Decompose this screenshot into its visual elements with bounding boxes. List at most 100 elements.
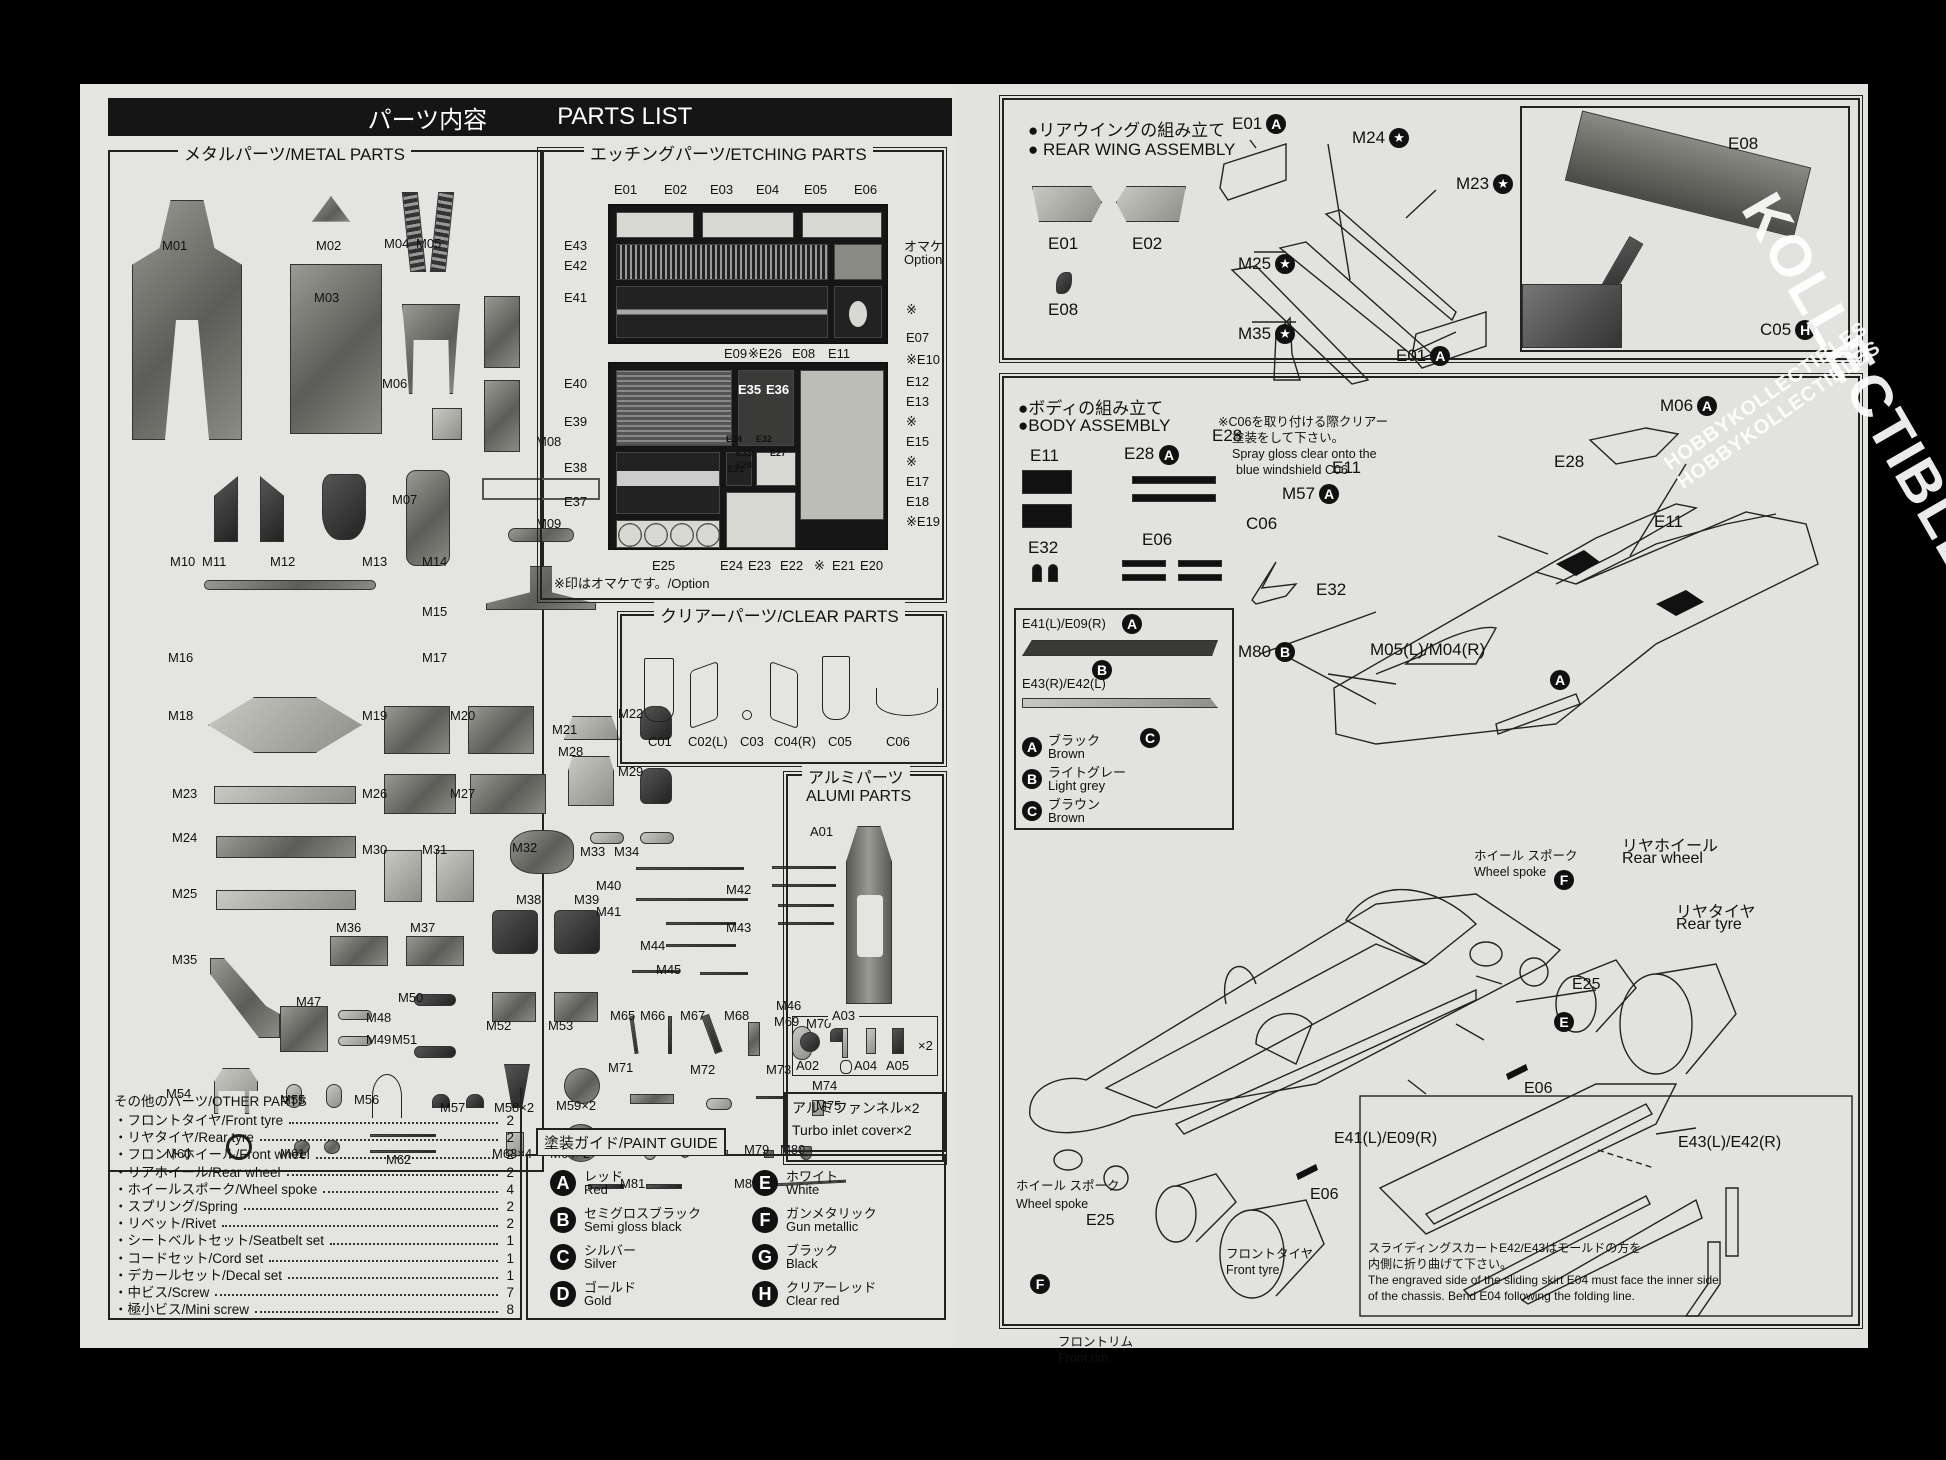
metal-part-label: M10	[170, 554, 196, 569]
metal-part-label: M31	[422, 842, 448, 857]
paint-code-badge: D	[550, 1281, 576, 1307]
etch-right-label: ※E10	[906, 352, 941, 367]
part-m51	[414, 1046, 456, 1058]
etch-top-label: E05	[804, 182, 828, 197]
skirt-paint-b-badge: B	[1092, 660, 1112, 680]
skirt-detail-frame	[1359, 1095, 1853, 1317]
paint-code-badge: H	[752, 1281, 778, 1307]
part-m45b	[700, 972, 748, 975]
body-callout: E32	[1316, 580, 1346, 600]
part-m42b	[772, 884, 836, 887]
rear-wing-photo-chassis	[1522, 284, 1622, 348]
rear-tyre-jp: リヤタイヤ	[1676, 904, 1756, 921]
chassis-seat	[1255, 1013, 1313, 1065]
rear-wing-photo-label-label: C05	[1760, 320, 1792, 339]
metal-part-label: M71	[608, 1060, 634, 1075]
rear-wing-callout-label: E01	[1396, 346, 1427, 365]
metal-part-label: M48	[366, 1010, 392, 1025]
metal-part-label: M74	[812, 1078, 838, 1093]
turbo-cover-en: Turbo inlet cover×2	[792, 1122, 912, 1138]
alumi-a03	[842, 1028, 848, 1058]
part-m36	[330, 936, 388, 966]
skirt-detail-rail	[1424, 1103, 1653, 1225]
etch-e12-e11	[800, 370, 884, 520]
part-m44	[666, 922, 736, 925]
chassis-engine	[1345, 888, 1478, 965]
part-m56	[372, 1074, 402, 1118]
leader-dots	[269, 1250, 498, 1262]
etch-mid-label: ※E26	[748, 346, 783, 361]
other-part-name: ・デカールセット/Decal set	[114, 1267, 283, 1283]
body-callout-label: M06	[1660, 396, 1694, 415]
rear-wing-callout-label: M24	[1352, 128, 1386, 147]
rear-wing-callout-paint-badge: A	[1430, 346, 1451, 366]
body-callout-label: M57	[1282, 484, 1316, 503]
etch-top-label: E02	[664, 182, 688, 197]
etch-top-label: E04	[756, 182, 780, 197]
other-part-qty: 2	[506, 1147, 514, 1163]
paint-guide-box	[526, 1154, 946, 1320]
other-parts-box	[108, 1088, 522, 1320]
metal-part-label: M58×2	[494, 1100, 535, 1115]
paint-guide-title: 塗装ガイド/PAINT GUIDE	[536, 1128, 726, 1155]
rear-wing-callout-paint-badge: ★	[1275, 254, 1296, 274]
part-m27	[470, 774, 546, 814]
metal-part-label: M43	[726, 920, 752, 935]
rear-wing-callout: M25★	[1238, 254, 1296, 274]
alumi-a04	[866, 1028, 876, 1054]
paint-code-badge: F	[752, 1207, 778, 1233]
rear-wing-callout-paint-badge: ★	[1389, 128, 1410, 148]
etch-e42-e43	[616, 244, 828, 280]
part-m33	[590, 832, 624, 844]
rear-wing-exploded-drawing	[1219, 139, 1487, 385]
metal-part-label: M79	[744, 1142, 770, 1157]
chassis-skirt-label: E41(L)/E09(R)	[1334, 1130, 1438, 1147]
leader-dots	[288, 1267, 498, 1280]
clear-parts-legend: クリアーパーツ/CLEAR PARTS	[654, 602, 905, 627]
metal-part-label: M51	[392, 1032, 418, 1047]
metal-part-label: M01	[162, 238, 188, 253]
body-assembly-section	[999, 373, 1863, 1329]
chassis-skirt	[1174, 988, 1477, 1135]
body-e11-decal-1	[1556, 550, 1600, 576]
alumi-a01-label: A01	[810, 824, 834, 839]
metal-part-label: M26	[362, 786, 388, 801]
metal-part-label: M68	[724, 1008, 750, 1023]
part-m09	[484, 380, 520, 452]
rear-tyre-front	[1619, 973, 1693, 1075]
etch-left-label: E37	[564, 494, 588, 509]
part-m41	[636, 898, 748, 901]
metal-part-label: M20	[450, 708, 476, 723]
metal-part-label: M40	[596, 878, 622, 893]
paint-code-badge: C	[550, 1244, 576, 1270]
etch-e41-e09	[616, 286, 828, 338]
chassis-e06-strip-2	[1296, 1164, 1318, 1180]
other-part-qty: 1	[506, 1233, 514, 1249]
skirt-paint-box	[1014, 608, 1234, 830]
part-m75	[812, 1100, 824, 1116]
etch-bottom-label: E21	[832, 558, 856, 573]
chassis-e06-label-2: E06	[1310, 1186, 1339, 1203]
skirt-note-jp-2: 内側に折り曲げて下さい。	[1368, 1257, 1513, 1271]
etching-parts-legend: エッチングパーツ/ETCHING PARTS	[584, 140, 873, 165]
metal-part-label: M16	[168, 650, 194, 665]
body-note-jp-1: ※C06を取り付ける際クリアー	[1218, 415, 1389, 429]
leader-dots	[215, 1284, 498, 1297]
skirt-note-jp-1: スライディングスカートE42/E43はモールドの方を	[1368, 1241, 1642, 1255]
clear-part-label: C05	[828, 734, 852, 749]
part-m53	[554, 992, 598, 1022]
metal-part-label: M72	[690, 1062, 716, 1077]
etch-e27-e34	[756, 452, 796, 486]
body-e28-callout: E28 A	[1124, 444, 1179, 465]
rear-spoke-paint-badge: F	[1554, 870, 1574, 890]
metal-part-label: M81	[620, 1176, 646, 1191]
turbo-cover-box	[784, 1092, 946, 1152]
chassis-paint-e-badge: E	[1554, 1012, 1574, 1032]
metal-part-label: M49	[366, 1032, 392, 1047]
body-callout-label: E28	[1554, 452, 1585, 471]
part-m08	[484, 296, 520, 368]
